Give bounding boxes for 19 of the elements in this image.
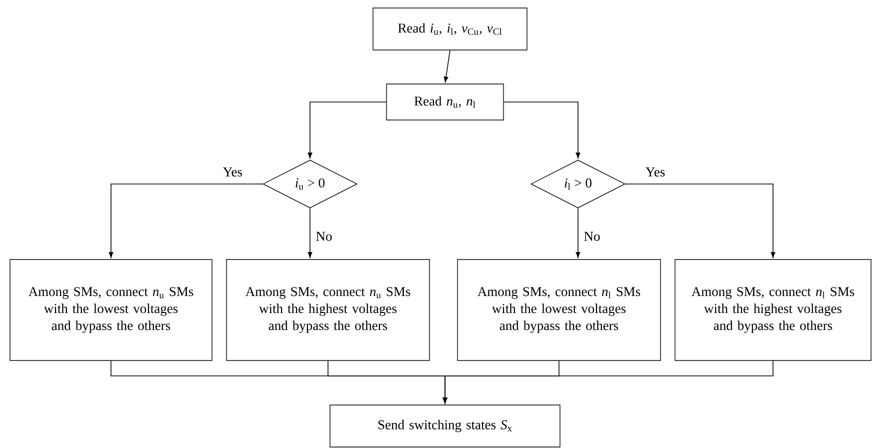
arrow	[108, 184, 264, 258]
arrow	[442, 360, 774, 404]
edge-label: No	[582, 230, 602, 242]
arrow	[576, 208, 580, 258]
process-box: Read i$_{u}$, i$_{l}$, v$_{Cu}$, v$_{Cl}$	[372, 8, 528, 50]
process-box: Among SMs, connect n$_{l}$ SMs with the highest voltages and bypass the others	[674, 259, 872, 361]
edge-label: No	[314, 230, 334, 242]
process-box: Send switching states S$_{x}$	[330, 404, 560, 448]
process-box: Read n$_{u}$, n$_{l}$	[386, 84, 504, 120]
arrow	[503, 102, 580, 158]
process-box: Among SMs, connect n$_{u}$ SMs with the highest voltages and bypass the others	[226, 259, 430, 361]
edge-label: Yes	[222, 166, 244, 178]
arrow	[444, 50, 450, 82]
arrow	[308, 208, 312, 258]
process-box: Among SMs, connect n$_{l}$ SMs with the lowest voltages and bypass the others	[457, 259, 661, 361]
edge-label: Yes	[644, 166, 666, 178]
arrow	[308, 102, 387, 158]
process-box: Among SMs, connect n$_{u}$ SMs with the lowest voltages and bypass the others	[10, 259, 212, 361]
arrow	[624, 184, 776, 258]
